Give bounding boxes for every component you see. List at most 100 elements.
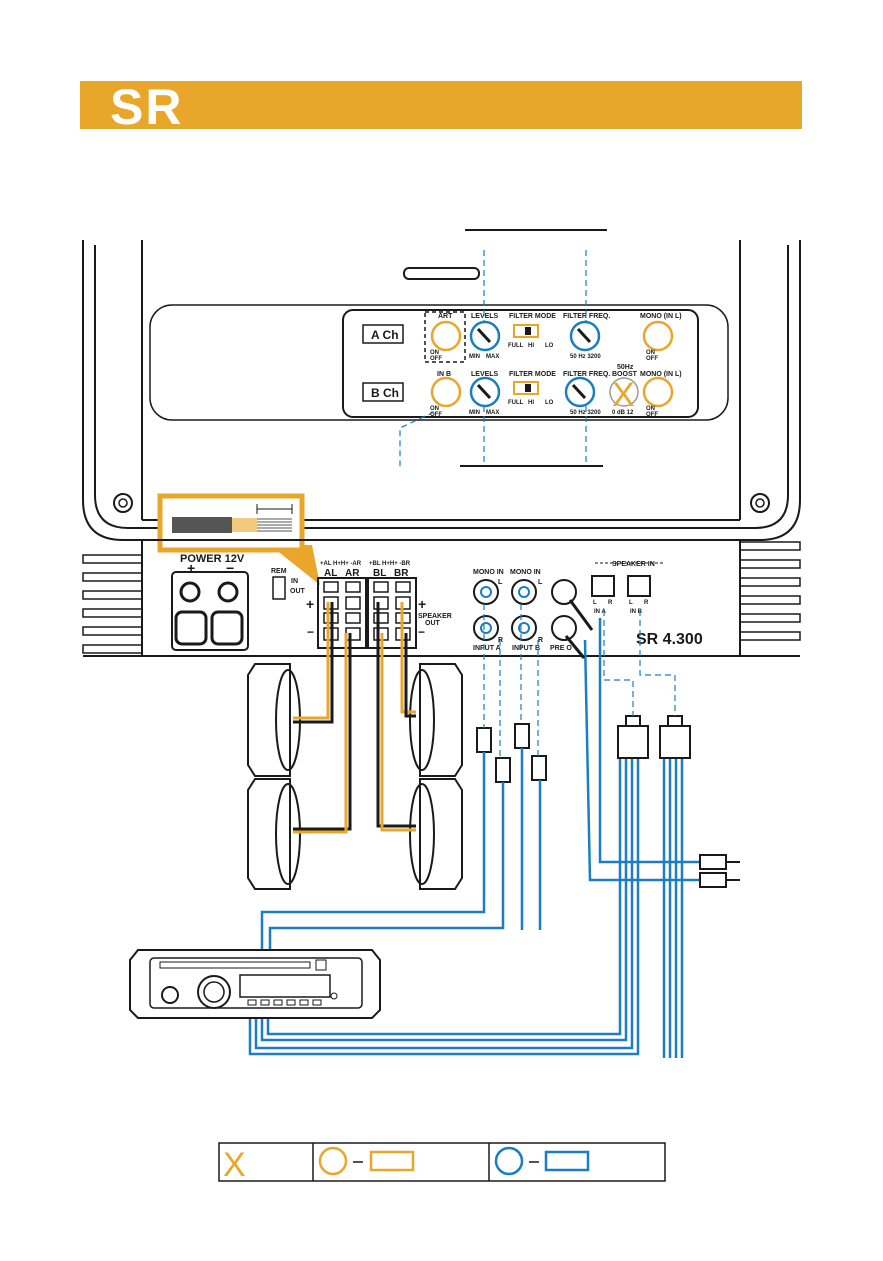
rem-out: OUT [290,588,306,595]
speaker-rear-right [409,778,463,890]
levels-a-label: LEVELS [471,313,499,320]
mono-a-switch-knob[interactable] [642,320,674,352]
speaker-in-label: SPEAKER IN [612,561,655,568]
head-unit [129,949,381,1019]
boost-disabled-x: X [612,376,635,414]
input-a-l: L [498,579,503,586]
input-b-r: R [538,637,543,644]
speaker-front-left [247,663,301,777]
speaker-rear-left [247,778,301,890]
br-label: BR [394,568,409,579]
mono-b-on: ON [646,406,655,412]
in-b-amp-label: IN B [630,609,643,615]
heatsink-fins-right [739,541,801,641]
filter-freq-a-knob[interactable] [569,320,601,352]
legend-x-mark: X [223,1146,246,1184]
power-plus-screw[interactable] [179,581,201,603]
power-minus-screw[interactable] [217,581,239,603]
speaker-in-b-r: R [644,600,649,606]
mono-b-label: MONO (IN L) [640,371,682,378]
pre-out-label: PRE O [550,645,572,652]
art-off: OFF [430,356,442,362]
mono-in-1-label: MONO IN [473,569,504,576]
filter-freq-a-pointer [576,327,592,344]
rca-plugs [476,723,547,783]
terminal-block-a [317,577,367,649]
levels-b-max: MAX [486,410,499,416]
boost-knob[interactable] [609,377,639,407]
speaker-in-guide-lines [603,610,676,716]
a-ch-box [362,324,404,344]
header-bar [80,81,802,129]
wire-strip-callout [157,493,320,585]
mono-a-off: OFF [646,356,658,362]
rca-guide-lines [483,604,539,758]
external-rca-plugs [699,854,740,888]
mono-b-off: OFF [646,412,658,418]
terminal-block-b [367,577,417,649]
legend-blue-switch [544,1150,590,1172]
speaker-in-b-connector[interactable] [627,575,651,597]
power-minus: − [226,560,234,576]
input-a-label: INPUT A [473,645,501,652]
screw-left-inner [118,498,128,508]
filter-mode-a-label: FILTER MODE [509,313,556,320]
al-label: AL [324,568,337,579]
screw-left [113,493,133,513]
power-plus-socket[interactable] [174,610,208,646]
mono-in-2-label: MONO IN [510,569,541,576]
brand-logo: SR [110,79,183,135]
speaker-in-a-connector[interactable] [591,575,615,597]
boost-label: BOOST [612,371,638,378]
in-b-switch-knob[interactable] [430,376,462,408]
input-b-label: INPUT B [512,645,540,652]
input-b-l: L [538,579,543,586]
boost-range: 0 dB 12 [612,410,634,416]
levels-a-min: MIN [469,354,480,360]
screw-right-inner [755,498,765,508]
speaker-out-1: SPEAKER [418,613,452,620]
term-b-minus: − [418,625,425,639]
in-b-label: IN B [437,371,451,378]
levels-b-knob[interactable] [469,376,501,408]
speaker-out-2: OUT [425,620,441,627]
bl-label: BL [373,568,386,579]
term-a-minus: − [307,625,314,639]
pre-out-cables [564,599,594,659]
filter-freq-b-range: 50 Hz 3200 [570,410,601,416]
rca-jacks [473,579,577,641]
in-b-on: ON [430,406,439,412]
speaker-in-a-l: L [593,600,597,606]
bl-top-label: +BL H+H+ -BR [369,561,411,567]
filter-freq-a-range: 50 Hz 3200 [570,354,601,360]
filter-freq-b-knob[interactable] [564,376,596,408]
filter-freq-b-pointer [571,383,587,400]
speaker-in-b-l: L [629,600,633,606]
term-a-plus: + [306,596,314,612]
filter-mode-b-label: FILTER MODE [509,371,556,378]
ar-label: AR [345,568,360,579]
rem-in: IN [291,578,298,585]
b-ch-box [362,382,404,402]
power-plus: + [187,560,195,576]
rem-terminal[interactable] [272,576,286,600]
b-ch-label: B Ch [371,386,399,400]
art-switch-knob[interactable] [430,320,462,352]
a-ch-label: A Ch [371,328,399,342]
speaker-wires [293,602,416,834]
model-label: SR 4.300 [636,631,703,648]
filter-freq-b-label: FILTER FREQ. [563,371,610,378]
mono-b-switch-knob[interactable] [642,376,674,408]
levels-b-pointer [476,383,492,400]
levels-a-knob[interactable] [469,320,501,352]
power-minus-socket[interactable] [210,610,244,646]
power-label: POWER 12V [180,553,245,565]
power-terminal-block [171,571,249,651]
speaker-in-harness [617,715,691,759]
filter-mode-a-hi: HI [528,343,534,349]
filter-mode-a-lo: LO [545,343,554,349]
panel-guide-lines [399,250,587,470]
screw-right [750,493,770,513]
art-on: ON [430,350,439,356]
